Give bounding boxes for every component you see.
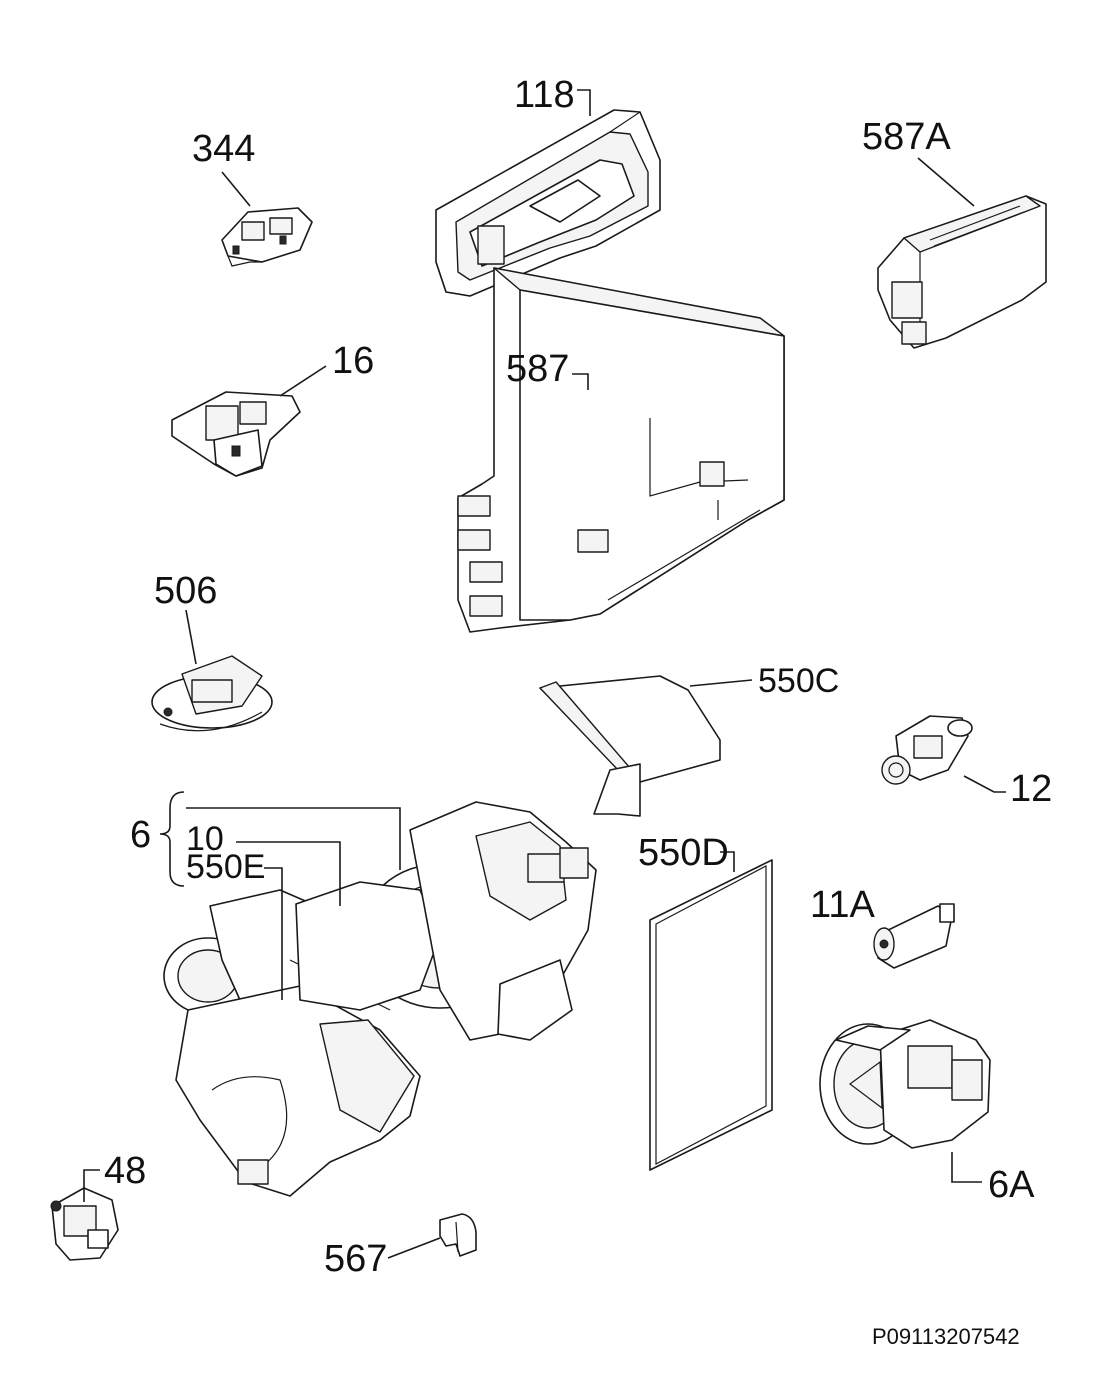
part-48-sensor [50, 1187, 119, 1261]
part-6A-drain-pump [819, 1019, 991, 1149]
reference-code: P09113207542 [872, 1324, 1020, 1349]
label-11A: 11A [810, 884, 875, 926]
label-550E: 550E [186, 848, 266, 886]
part-587A-board [877, 195, 1047, 349]
part-10-circulation-pump [295, 801, 597, 1041]
leader-550D [720, 851, 735, 872]
label-48: 48 [104, 1150, 147, 1192]
leader-587 [572, 373, 589, 390]
leader-550E [264, 867, 283, 1000]
label-550C: 550C [758, 662, 840, 700]
label-6: 6 [130, 814, 152, 856]
label-506: 506 [154, 570, 218, 612]
leader-48 [83, 1169, 100, 1202]
part-550C-lid [539, 675, 721, 817]
bracket-6 [159, 791, 185, 887]
label-344: 344 [192, 128, 256, 170]
label-567: 567 [324, 1238, 388, 1280]
part-16-door-lock [171, 391, 301, 477]
leader-16 [279, 365, 327, 397]
leader-10 [236, 841, 341, 906]
label-550D: 550D [638, 832, 729, 874]
label-10: 10 [186, 820, 224, 858]
leader-118 [577, 89, 591, 116]
part-12-pressure-switch [881, 715, 973, 785]
label-118: 118 [514, 74, 575, 116]
label-587A: 587A [862, 116, 951, 158]
label-6A: 6A [988, 1164, 1035, 1206]
part-118-module [435, 109, 661, 297]
leader-12 [963, 775, 1006, 793]
leader-587A [917, 157, 975, 207]
leader-550C [689, 679, 753, 687]
leader-6A [951, 1152, 982, 1183]
leader-506 [185, 609, 197, 665]
part-587-main-module [457, 267, 785, 633]
leader-567 [387, 1237, 441, 1259]
label-16: 16 [332, 340, 375, 382]
leader-344 [221, 171, 251, 207]
part-506-float-switch [151, 655, 273, 732]
label-587: 587 [506, 348, 570, 390]
part-344-relay [221, 207, 313, 267]
leader-6 [186, 807, 401, 870]
part-11A-sensor [873, 903, 955, 969]
label-12: 12 [1010, 768, 1053, 810]
part-550D-panel [649, 859, 773, 1171]
part-567-clip [439, 1213, 477, 1257]
